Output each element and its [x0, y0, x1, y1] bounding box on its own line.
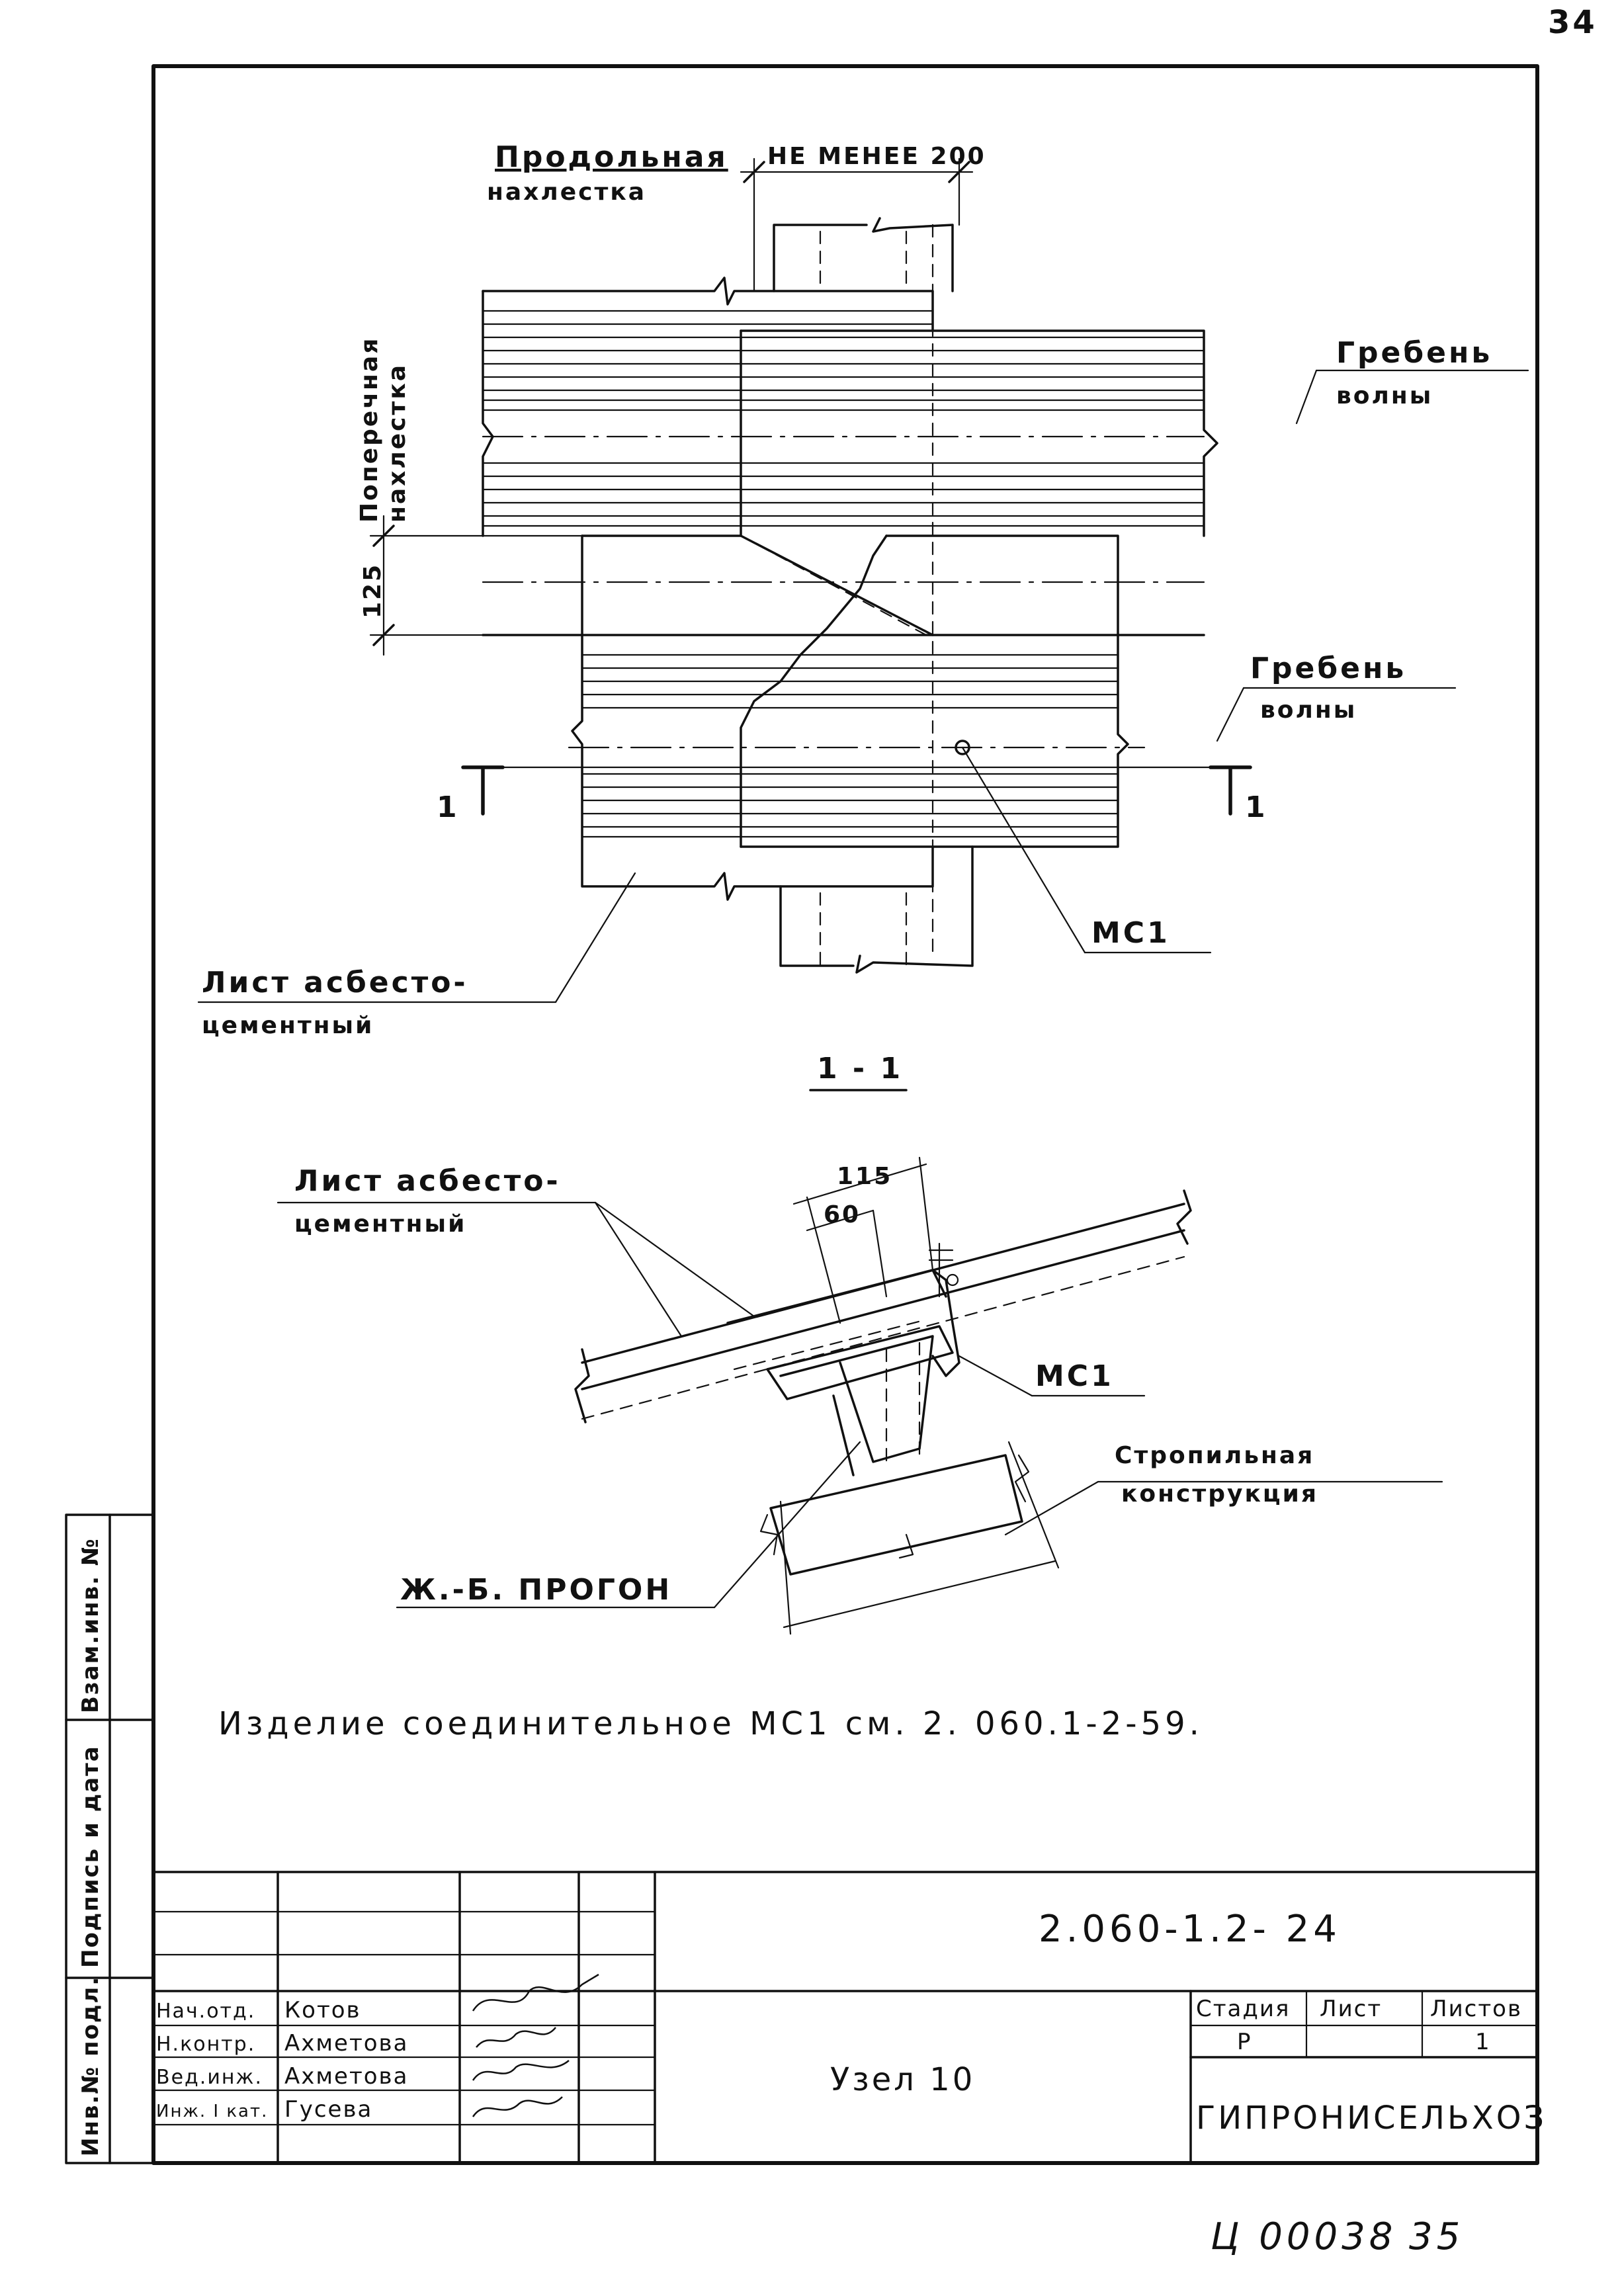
tb-role-1: Н.контр.	[156, 2033, 255, 2056]
section-sheet-label-1: Лист асбесто-	[294, 1164, 561, 1198]
side-inv-replace: Взам.инв. №	[77, 1537, 104, 1713]
side-inv-orig: Инв.№ подл.	[77, 1976, 104, 2156]
tb-code: 2.060-1.2- 24	[1039, 1908, 1341, 1951]
signature-0	[472, 1973, 599, 2012]
tb-name-1: Ахметова	[284, 2030, 408, 2057]
section-sheet-label-2: цементный	[294, 1211, 466, 1238]
bottom-page: 35	[1409, 2215, 1464, 2258]
rafter-label-1: Стропильная	[1115, 1442, 1314, 1469]
crest-top-1: Гребень	[1336, 336, 1492, 370]
dim-115: 115	[837, 1163, 892, 1190]
purlin-label: Ж.-Б. ПРОГОН	[400, 1573, 672, 1607]
rafter-label-2: конструкция	[1121, 1480, 1318, 1508]
plan-sheet-label-2: цементный	[202, 1012, 374, 1039]
label-transverse-1: Поперечная	[356, 337, 383, 523]
label-longitudinal-2: нахлестка	[487, 179, 646, 206]
label-transverse-2: нахлестка	[384, 363, 411, 523]
tb-sheet-header: Лист	[1320, 1996, 1382, 2022]
side-sign-date: Подпись и дата	[77, 1745, 104, 1968]
signature-2	[472, 2060, 570, 2081]
tb-name-2: Ахметова	[284, 2063, 408, 2090]
label-longitudinal-1: Продольная	[495, 140, 728, 174]
crest-bottom-1: Гребень	[1250, 652, 1406, 685]
plan-sheet-label-1: Лист асбесто-	[202, 966, 468, 999]
sheet-frame	[151, 64, 1539, 2165]
bottom-stamp: Ц 00038	[1211, 2215, 1396, 2258]
tb-role-0: Нач.отд.	[156, 2000, 255, 2023]
dim-125: 125	[359, 563, 386, 618]
signature-1	[476, 2027, 556, 2048]
section-mark-right: 1	[1245, 790, 1268, 824]
tb-sheets-header: Листов	[1430, 1996, 1522, 2022]
note-text: Изделие соединительное МС1 см. 2. 060.1-…	[218, 1705, 1203, 1742]
tb-name-0: Котов	[284, 1997, 361, 2023]
tb-sheets-value: 1	[1475, 2029, 1491, 2055]
plan-mc1-label: МС1	[1091, 916, 1170, 950]
crest-bottom-2: волны	[1260, 697, 1357, 724]
signature-3	[472, 2096, 563, 2117]
section-mc1-label: МС1	[1035, 1359, 1114, 1393]
section-view: 1 - 1 115 60	[277, 1052, 1443, 1635]
tb-role-2: Вед.инж.	[156, 2066, 263, 2089]
tb-stage-header: Стадия	[1196, 1996, 1290, 2022]
crest-top-2: волны	[1336, 382, 1433, 409]
title-block: 2.060-1.2- 24 Узел 10 Стадия Лист Листов…	[152, 1871, 1547, 2164]
tb-name-3: Гусева	[284, 2096, 372, 2123]
dim-min-200: НЕ МЕНЕЕ 200	[767, 143, 986, 170]
tb-role-3: Инж. I кат.	[156, 2102, 268, 2121]
tb-title: Узел 10	[830, 2061, 975, 2098]
tb-organization: ГИПРОНИСЕЛЬХОЗ	[1196, 2100, 1547, 2137]
tb-stage-value: Р	[1237, 2029, 1252, 2055]
section-title: 1 - 1	[817, 1052, 903, 1085]
section-mark-left: 1	[437, 790, 460, 824]
side-stamp: Инв.№ подл. Подпись и дата Взам.инв. №	[65, 1513, 155, 2164]
dim-60: 60	[824, 1201, 861, 1228]
plan-view: НЕ МЕНЕЕ 200 Продольная нахлестка 125 По…	[197, 140, 1529, 1039]
page-number-top: 34	[1548, 4, 1598, 41]
